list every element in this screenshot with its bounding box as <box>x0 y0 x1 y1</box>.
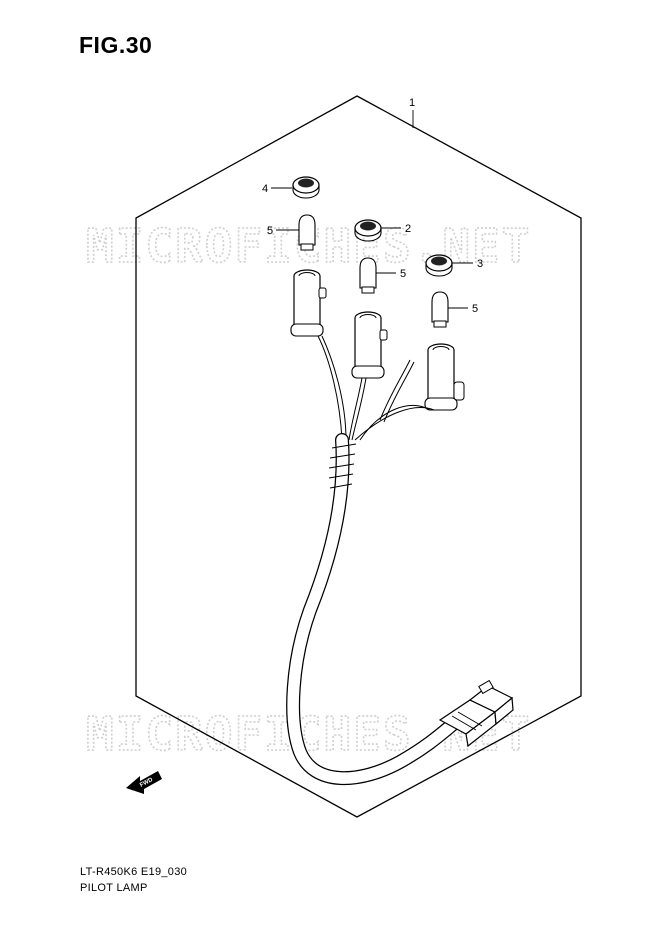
lens-3 <box>425 254 453 277</box>
bulb-5c <box>431 291 449 328</box>
callout-number: 5 <box>472 303 478 315</box>
lens-4 <box>292 176 320 199</box>
section-name: PILOT LAMP <box>80 882 148 894</box>
callout-5c: 5 <box>448 303 478 315</box>
callout-5b: 5 <box>376 268 406 280</box>
kit-boundary <box>135 95 582 818</box>
bulb-5b <box>359 257 377 294</box>
coupler <box>438 679 514 748</box>
figure-title: FIG.30 <box>79 32 153 58</box>
callout-number: 5 <box>267 225 273 237</box>
fwd-arrow: FWD <box>126 771 162 794</box>
callout-3: 3 <box>452 258 483 270</box>
bulb-5a <box>298 214 316 251</box>
callout-number: 2 <box>405 223 411 235</box>
socket-b <box>351 311 388 379</box>
harness-wires <box>317 335 435 441</box>
model-code: LT-R450K6 E19_030 <box>80 866 188 878</box>
callout-2: 2 <box>381 223 411 235</box>
callout-4: 4 <box>262 183 292 195</box>
socket-a <box>290 269 327 337</box>
callout-number: 1 <box>409 97 415 109</box>
callout-number: 4 <box>262 183 268 195</box>
socket-c <box>424 343 465 411</box>
callout-5a: 5 <box>267 225 299 237</box>
callout-number: 5 <box>400 268 406 280</box>
main-cable <box>286 433 459 785</box>
callout-number: 3 <box>477 258 483 270</box>
callout-1: 1 <box>409 97 415 128</box>
lens-2 <box>354 219 382 242</box>
